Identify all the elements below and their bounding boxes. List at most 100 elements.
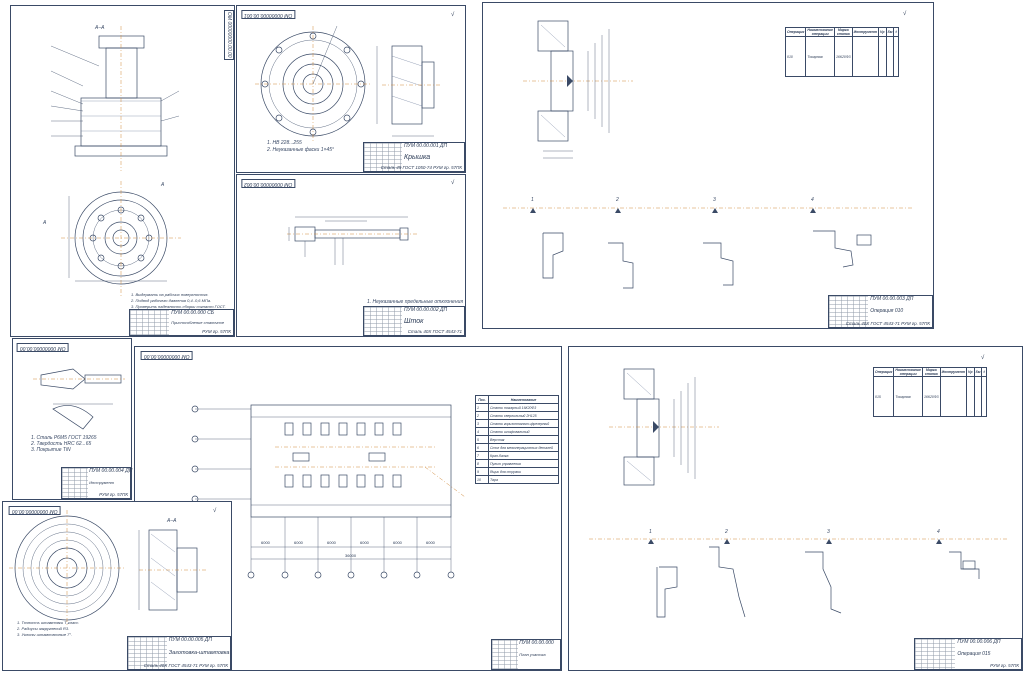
table-cell: Ящик для стружки [488, 467, 559, 476]
svg-text:3: 3 [713, 197, 716, 203]
svg-text:2. Неуказанные фаски 1×45°: 2. Неуказанные фаски 1×45° [266, 147, 334, 153]
title-block: ПУМ 00.00.002 ДП Шток Сталь 40Х ГОСТ 454… [363, 306, 465, 336]
table-header: Марка станка [833, 27, 853, 37]
dim-total: 36000 [345, 553, 357, 558]
svg-text:4: 4 [937, 529, 940, 535]
table-header: Поз. [475, 395, 489, 404]
organization: Сталь 45 ГОСТ 1050-74 РУМ гр. 57ПК [380, 165, 462, 170]
table-cell: Верстак [488, 435, 559, 444]
title-block: ПУМ 00.00.001 ДП Крышка Сталь 45 ГОСТ 10… [363, 142, 465, 172]
svg-text:1: 1 [531, 197, 534, 203]
drawing-name: Инструмент [89, 480, 115, 485]
svg-text:2: 2 [615, 197, 619, 203]
table-cell [893, 36, 899, 77]
table-cell: Токарная [893, 376, 923, 417]
route-table: Операция Наименование операции Марка ста… [872, 367, 987, 417]
svg-text:1. Сталь Р6М5 ГОСТ 19265: 1. Сталь Р6М5 ГОСТ 19265 [31, 435, 97, 441]
drawing-code: ПУМ 00.00.002 ДП [404, 307, 448, 313]
title-block: ПУМ 00.00.003 ДП Операция 010 Сталь 40Х … [828, 295, 933, 328]
table-cell [939, 376, 968, 417]
dim-label: 6000 [327, 540, 336, 545]
table-cell: Станок горизонтально-фрезерный [488, 419, 559, 428]
drawing-code: ПУМ 00.00.000 [519, 640, 554, 646]
table-cell: Стол для межоперационных деталей [488, 443, 559, 452]
table-cell [885, 36, 895, 77]
title-block: ПУМ 00.00.006 ДП Операция 015 РУМ гр. 57… [914, 638, 1022, 670]
drawing-code: ПУМ 00.00.003 ДП [870, 296, 914, 302]
table-header: Vр [877, 27, 887, 37]
drawing-code: ПУМ 00.00.001 ДП [404, 143, 448, 149]
section-label: А–А [94, 25, 105, 31]
sheet-blank: ОМ 00000000.00.00 √ А–А 1. Точность штам… [2, 501, 232, 671]
svg-text:3: 3 [827, 529, 830, 535]
drawing-name: Приспособление станочное [171, 320, 225, 325]
title-block-grid [130, 310, 170, 335]
drawing-code: ПУМ 00.00.006 ДП [957, 639, 1001, 645]
title-block-grid [829, 296, 869, 327]
table-header: Наименование [488, 395, 559, 404]
section-label: А–А [166, 518, 177, 524]
table-cell: Токарная [805, 36, 835, 77]
sheet-tag: ОМ 00000000.00.00 [224, 10, 234, 60]
svg-text:3. Покрытие TiN: 3. Покрытие TiN [31, 447, 71, 453]
table-header: Инструмент [851, 27, 880, 37]
assembly-notes: 1. Выдержать на рабочих поверхностях. 2.… [131, 292, 226, 310]
table-cell [973, 376, 983, 417]
title-block-grid [364, 307, 402, 335]
table-cell: Кран-балка [488, 451, 559, 460]
title-block-grid [62, 468, 88, 498]
title-block-grid [492, 640, 518, 669]
table-cell: Станок шлифовальный [488, 427, 559, 436]
table-header: t [893, 27, 899, 37]
table-cell: 16К20Ф3 [833, 36, 853, 77]
table-cell: 015 [872, 376, 895, 417]
table-header: Sм [973, 367, 983, 377]
table-header: Операция [872, 367, 895, 377]
title-block: ПУМ 00.00.004 ДП Инструмент РУМ гр. 57ПК [61, 467, 133, 499]
table-header: Операция [784, 27, 807, 37]
organization: РУМ гр. 57ПК [99, 492, 128, 497]
table-header: t [981, 367, 987, 377]
note-line: 3. Уклоны штамповочные 7°. [17, 632, 73, 637]
table-cell: 010 [784, 36, 807, 77]
dim-label: 6000 [261, 540, 270, 545]
blank-notes: 1. Точность штамповки Т-класс. 2. Радиус… [17, 620, 79, 638]
dim-label: 6000 [426, 540, 435, 545]
organization: Сталь 40Х ГОСТ 4543-71 [407, 329, 462, 334]
svg-text:1: 1 [649, 529, 652, 535]
route-table: Операция Наименование операции Марка ста… [784, 27, 899, 77]
drawing-name: Шток [404, 318, 424, 326]
table-header: Инструмент [939, 367, 968, 377]
table-cell: Станок сверлильный 2Н125 [488, 411, 559, 420]
roughness-mark: √ [451, 12, 455, 18]
title-block: ПУМ 00.00.000 СБ Приспособление станочно… [129, 309, 234, 336]
organization: Сталь 40Х ГОСТ 4543-71 РУМ гр. 57ПК [845, 321, 930, 326]
drawing-code: ПУМ 00.00.000 СБ [171, 310, 215, 316]
dim-label: 6000 [360, 540, 369, 545]
table-cell: 16К20Ф3 [921, 376, 941, 417]
drawing-name: Операция 015 [957, 651, 991, 657]
dim-label: 6000 [393, 540, 402, 545]
roughness-mark: √ [981, 355, 985, 361]
svg-text:А: А [42, 220, 47, 226]
note-line: 2. Радиусы закруглений R3. [17, 626, 70, 631]
organization: РУМ гр. 57ПК [990, 663, 1019, 668]
drawing-code: ПУМ 00.00.004 ДП [89, 468, 133, 474]
note-line: 1. Выдержать на рабочих поверхностях. [131, 292, 209, 297]
blank-drawing: А–А [9, 510, 208, 626]
table-cell [851, 36, 880, 77]
organization: Сталь 40Х ГОСТ 4543-71 РУМ гр. 57ПК [143, 663, 228, 668]
sheet-rod: ОМ 00000000.00.002 √ 1. Неуказанные пред… [236, 174, 466, 337]
roughness-mark: √ [903, 11, 907, 17]
dim-label: 6000 [294, 540, 303, 545]
note-line: 2. Подвод рабочего давления 0,4..0,6 МПа… [131, 298, 212, 303]
